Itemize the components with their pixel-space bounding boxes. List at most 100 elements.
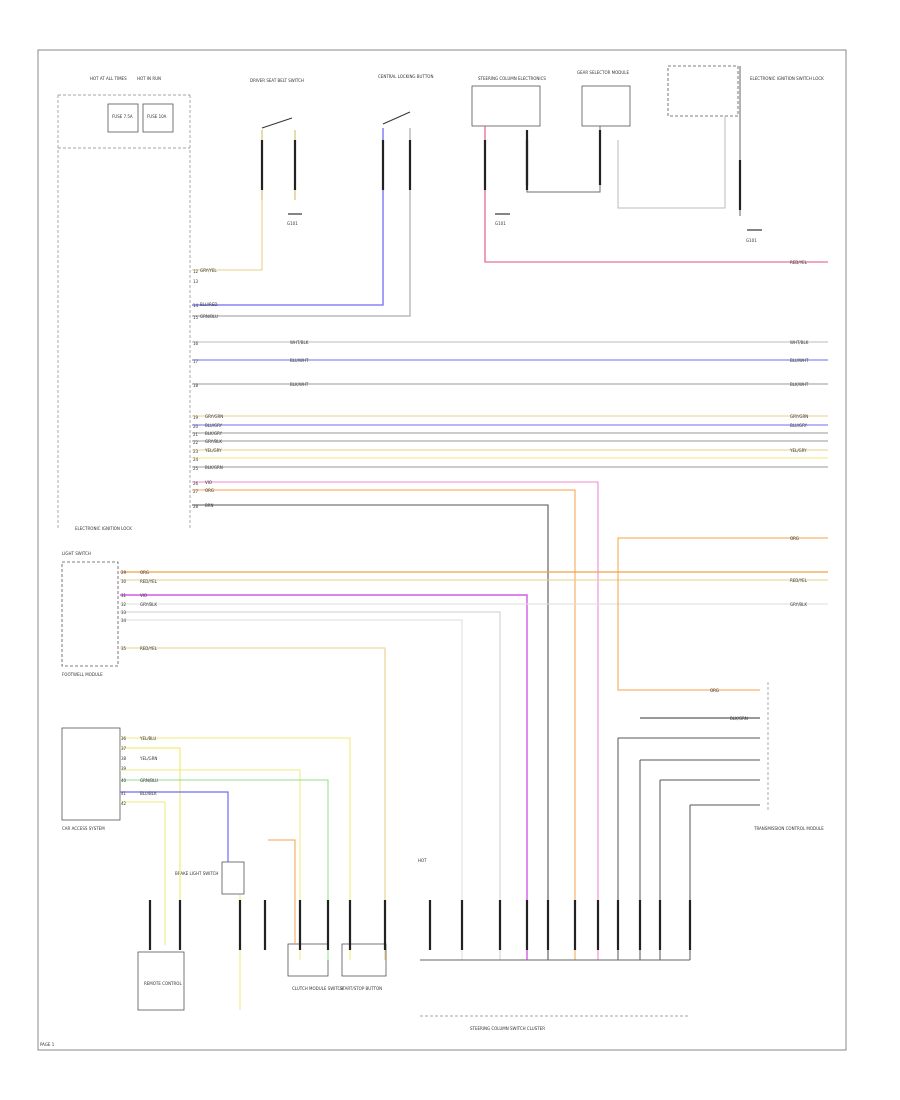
wire-ls-3 [120, 619, 463, 960]
clutch-switch-label: CLUTCH MODULE SWITCH [292, 986, 343, 991]
start-stop-button-label: START/STOP BUTTON [340, 986, 382, 991]
fuse-box: HOT AT ALL TIMES HOT IN RUN FUSE 7.5A FU… [57, 76, 191, 531]
page-marker: PAGE 1 [40, 1042, 55, 1047]
fuse-a-label: FUSE 7.5A [112, 114, 133, 119]
wire-label: ORG [710, 688, 719, 693]
wire-central-lock-1 [192, 128, 384, 306]
pin-number: 12 [193, 269, 199, 274]
wire-label: RED/YEL [140, 646, 158, 651]
remote-control-label: REMOTE CONTROL [144, 981, 182, 986]
diagram-frame [37, 49, 847, 1051]
ground-label-1: G101 [287, 221, 298, 226]
wire-label: ORG [790, 536, 799, 541]
pin-number: 27 [193, 489, 199, 494]
wire-ls-4 [120, 647, 386, 960]
pin-number: 31 [121, 593, 127, 598]
wire-label: VIO [205, 480, 212, 485]
power-label: HOT [418, 858, 427, 863]
wire-ls-vio [120, 594, 528, 960]
fuse-b-label: FUSE 10A [147, 114, 167, 119]
wire-label: RED/YEL [140, 579, 158, 584]
wire-label: WHT/BLK [790, 340, 809, 345]
pin-number: 37 [121, 746, 127, 751]
wire-label: RED/YEL [790, 260, 808, 265]
ground-label-3: G101 [746, 238, 757, 243]
wire-label: GRY/BLK [205, 439, 222, 444]
car-access-system: CAR ACCESS SYSTEM [61, 727, 121, 831]
pin-number: 28 [193, 504, 199, 509]
footwell-module-label: FOOTWELL MODULE [62, 672, 103, 677]
transmission-module-label: TRANSMISSION CONTROL MODULE [753, 826, 824, 831]
wire-cas-6 [120, 801, 166, 945]
pin-number: 34 [121, 618, 127, 623]
wire-blk-down [192, 504, 549, 960]
wire-label: ORG [140, 570, 149, 575]
brake-light-switch-label: BRAKE LIGHT SWITCH [175, 871, 218, 876]
pin-number: 29 [121, 570, 127, 575]
wires [120, 66, 828, 1010]
power-steering-control-label: STEERING COLUMN ELECTRONICS [478, 76, 546, 81]
clutch-switch: CLUTCH MODULE SWITCH [287, 943, 343, 991]
pin-number: 38 [121, 756, 127, 761]
pin-number: 14 [193, 303, 199, 308]
wire-cas-1 [120, 737, 351, 960]
central-locking-button-label: CENTRAL LOCKING BUTTON [378, 74, 433, 79]
power-steering-control: STEERING COLUMN ELECTRONICS G101 [471, 76, 546, 226]
pin-number: 24 [193, 457, 199, 462]
gear-selector-label: GEAR SELECTOR MODULE [577, 70, 630, 75]
pin-number: 42 [121, 801, 127, 806]
pin-number: 40 [121, 778, 127, 783]
pin-number: 17 [193, 359, 199, 364]
pin-number: 18 [193, 383, 199, 388]
pin-number: 22 [193, 440, 199, 445]
wire-org-down [192, 489, 576, 960]
fuse-a [107, 103, 139, 133]
wire-label: BRN [205, 503, 214, 508]
wire-gear-ign [617, 116, 726, 209]
ground-label-2: G101 [495, 221, 506, 226]
fuse-b [142, 103, 174, 133]
remote-control: REMOTE CONTROL [137, 951, 185, 1011]
wire-label: BLU/GRY [790, 423, 808, 428]
wire-label: BLK/GRN [730, 716, 748, 721]
steering-column-lock-label: STEERING COLUMN SWITCH CLUSTER [470, 1026, 545, 1031]
central-locking-button: CENTRAL LOCKING BUTTON [378, 74, 433, 125]
brake-light-switch: BRAKE LIGHT SWITCH [175, 861, 245, 895]
wire-label: BLK/GRY [205, 431, 223, 436]
wire-labels: GRY/YELBLU/REDGRN/BLUWHT/BLKBLU/WHTBLK/W… [121, 260, 809, 806]
wire-steering-red [484, 126, 828, 263]
wire-label: BLU/WHT [790, 358, 809, 363]
transmission-module: TRANSMISSION CONTROL MODULE [753, 682, 824, 831]
pin-number: 39 [121, 766, 127, 771]
electronic-ignition-unit-label: ELECTRONIC IGNITION LOCK [75, 526, 132, 531]
pin-number: 15 [193, 315, 199, 320]
pin-number: 20 [193, 424, 199, 429]
wire-label: GRY/BLK [140, 602, 157, 607]
wire-label: GRY/BLK [790, 602, 807, 607]
pin-number: 36 [121, 736, 127, 741]
light-switch-module: LIGHT SWITCH FOOTWELL MODULE [61, 551, 119, 677]
seat-belt-switch-label: DRIVER SEAT BELT SWITCH [250, 78, 304, 83]
pin-number: 35 [121, 646, 127, 651]
fuse-box-b-title: HOT IN RUN [137, 76, 161, 81]
pin-number: 23 [193, 449, 199, 454]
wire-cas-5 [120, 791, 229, 862]
wire-label: BLK/WHT [790, 382, 809, 387]
start-stop-button: START/STOP BUTTON [340, 943, 387, 991]
wire-seat-belt [192, 200, 263, 271]
wire-label: GRN/BLU [200, 314, 218, 319]
light-switch-label: LIGHT SWITCH [62, 551, 91, 556]
wire-label: YEL/BLU [139, 736, 156, 741]
pin-number: 16 [193, 341, 199, 346]
wire-central-lock-2 [192, 128, 411, 317]
wire-label: BLU/GRY [205, 423, 223, 428]
wire-label: GRN/BLU [140, 778, 158, 783]
wire-steering-gear [526, 126, 601, 193]
wire-label: GRY/GRN [205, 414, 223, 419]
pin-number: 25 [193, 466, 199, 471]
pin-number: 41 [121, 791, 127, 796]
wire-label: BLK/GRN [205, 465, 223, 470]
wire-trans-org [617, 537, 828, 691]
